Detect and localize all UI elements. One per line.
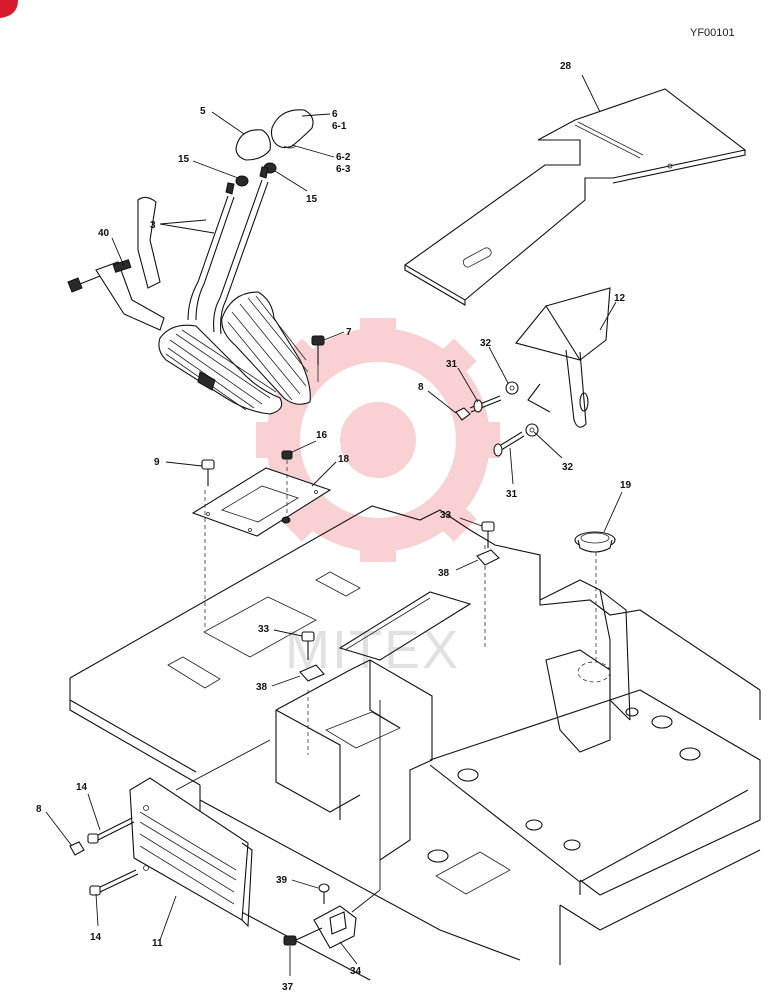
callout-33-lower: 33 bbox=[258, 624, 270, 635]
callout-7: 7 bbox=[346, 327, 352, 338]
bolt-part-14-upper bbox=[87, 817, 135, 844]
callout-labels: 28 5 6 6-1 6-2 6-3 15 15 3 40 7 12 32 31… bbox=[36, 61, 632, 993]
leader-lines bbox=[45, 74, 623, 976]
pedal-pad-part-6 bbox=[270, 109, 314, 149]
nut-part-15-left bbox=[235, 175, 249, 187]
floor-mat-part-28 bbox=[403, 88, 747, 306]
callout-33-upper: 33 bbox=[440, 510, 452, 521]
callout-9: 9 bbox=[154, 457, 160, 468]
bolt-part-9 bbox=[201, 459, 215, 630]
bolt-part-16 bbox=[281, 450, 293, 524]
bolt-part-14-lower bbox=[89, 869, 139, 896]
callout-15-left: 15 bbox=[178, 154, 190, 165]
callout-32-upper: 32 bbox=[480, 338, 492, 349]
callout-15-right: 15 bbox=[306, 194, 318, 205]
callout-3: 3 bbox=[150, 220, 156, 231]
pedal-assembly-part-3 bbox=[158, 166, 311, 415]
callout-31-upper: 31 bbox=[446, 359, 458, 370]
cover-plate-part-18 bbox=[191, 467, 332, 537]
screw-part-39 bbox=[318, 883, 330, 904]
callout-6-1: 6-1 bbox=[332, 121, 347, 132]
bolt-part-37 bbox=[283, 927, 323, 946]
callout-32-lower: 32 bbox=[562, 462, 574, 473]
callout-18: 18 bbox=[338, 454, 350, 465]
bolt-part-31-lower bbox=[493, 431, 525, 457]
callout-31-lower: 31 bbox=[506, 489, 518, 500]
callout-8-lower: 8 bbox=[36, 804, 42, 815]
callout-6-3: 6-3 bbox=[336, 164, 351, 175]
callout-14-lower: 14 bbox=[90, 932, 102, 943]
callout-11: 11 bbox=[152, 938, 163, 949]
callout-38-upper: 38 bbox=[438, 568, 450, 579]
callout-14-upper: 14 bbox=[76, 782, 88, 793]
clip-part-38-upper bbox=[476, 549, 500, 566]
callout-5: 5 bbox=[200, 106, 206, 117]
bolt-part-7 bbox=[311, 335, 325, 382]
bolt-part-31-upper bbox=[469, 395, 502, 413]
callout-8-upper: 8 bbox=[418, 382, 424, 393]
bolt-part-33-lower bbox=[301, 631, 315, 660]
callout-19: 19 bbox=[620, 480, 632, 491]
callout-16: 16 bbox=[316, 430, 328, 441]
corner-badge bbox=[0, 0, 18, 18]
pedal-pad-part-5 bbox=[235, 129, 271, 161]
switch-part-34 bbox=[313, 905, 357, 949]
callout-40: 40 bbox=[98, 228, 110, 239]
diagram-code: YF00101 bbox=[690, 27, 735, 39]
callout-12: 12 bbox=[614, 293, 626, 304]
callout-34: 34 bbox=[350, 966, 362, 977]
bracket-part-40 bbox=[67, 196, 165, 331]
callout-38-lower: 38 bbox=[256, 682, 268, 693]
switch-bracket-part-12 bbox=[515, 287, 611, 428]
callout-37: 37 bbox=[282, 982, 294, 993]
callout-6: 6 bbox=[332, 109, 338, 120]
callout-28: 28 bbox=[560, 61, 572, 72]
plug-part-19 bbox=[574, 531, 616, 553]
floor-chassis bbox=[69, 505, 761, 981]
washer-part-32-upper bbox=[505, 381, 519, 395]
nut-part-8-upper bbox=[455, 407, 471, 421]
callout-39: 39 bbox=[276, 875, 288, 886]
callout-6-2: 6-2 bbox=[336, 152, 351, 163]
front-panel-part-11 bbox=[129, 777, 253, 928]
bolt-part-33-upper bbox=[481, 521, 495, 548]
clip-part-38-lower bbox=[299, 664, 325, 682]
nut-part-8-lower bbox=[69, 841, 85, 856]
